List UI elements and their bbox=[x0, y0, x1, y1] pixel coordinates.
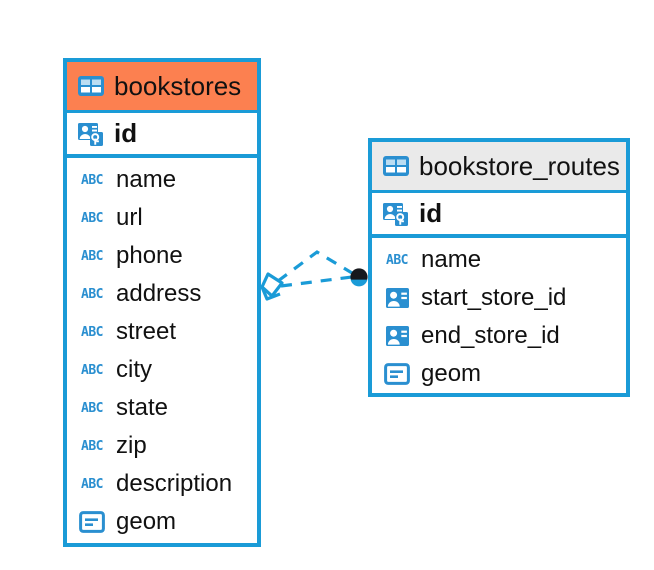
entity-header-bookstores[interactable]: bookstores bbox=[67, 62, 257, 110]
abc-text-icon: ABC bbox=[81, 438, 103, 454]
primary-key-icon bbox=[382, 201, 410, 227]
field-list-bookstore-routes: ABC name start_store_id bbox=[372, 238, 626, 399]
field-label: end_store_id bbox=[421, 322, 560, 349]
field-row-geom[interactable]: geom bbox=[372, 355, 626, 393]
primary-key-label: id bbox=[114, 118, 138, 148]
field-label: zip bbox=[116, 432, 147, 459]
entity-title: bookstores bbox=[114, 70, 242, 101]
relationship-line-straight bbox=[280, 275, 353, 288]
abc-text-icon: ABC bbox=[81, 248, 103, 264]
entity-bookstore-routes[interactable]: bookstore_routes id ABC bbox=[368, 138, 630, 397]
field-label: phone bbox=[116, 242, 183, 269]
field-label: address bbox=[116, 280, 202, 307]
field-label: start_store_id bbox=[421, 284, 567, 311]
field-row-street[interactable]: ABC street bbox=[67, 313, 257, 351]
geometry-icon bbox=[77, 511, 107, 533]
field-row-address[interactable]: ABC address bbox=[67, 275, 257, 313]
abc-text-icon: ABC bbox=[81, 172, 103, 188]
field-label: state bbox=[116, 394, 169, 421]
field-row-name[interactable]: ABC name bbox=[372, 241, 626, 279]
field-row-end-store-id[interactable]: end_store_id bbox=[372, 317, 626, 355]
abc-text-icon: ABC bbox=[81, 362, 103, 378]
abc-text-icon: ABC bbox=[81, 324, 103, 340]
field-row-description[interactable]: ABC description bbox=[67, 465, 257, 503]
abc-text-icon: ABC bbox=[81, 476, 103, 492]
field-row-phone[interactable]: ABC phone bbox=[67, 237, 257, 275]
foreign-key-icon bbox=[382, 325, 412, 347]
diamond-marker bbox=[260, 272, 284, 301]
field-row-url[interactable]: ABC url bbox=[67, 199, 257, 237]
field-row-name[interactable]: ABC name bbox=[67, 161, 257, 199]
abc-text-icon: ABC bbox=[81, 400, 103, 416]
primary-key-label: id bbox=[419, 198, 443, 228]
field-row-zip[interactable]: ABC zip bbox=[67, 427, 257, 465]
entity-bookstores[interactable]: bookstores id ABC bbox=[63, 58, 261, 547]
table-icon bbox=[382, 154, 410, 178]
field-label: city bbox=[116, 356, 152, 383]
primary-key-icon bbox=[77, 121, 105, 147]
abc-text-icon: ABC bbox=[386, 252, 408, 268]
field-list-bookstores: ABC name ABC url ABC phone ABC address A… bbox=[67, 158, 257, 547]
entity-title: bookstore_routes bbox=[419, 150, 620, 181]
primary-key-row[interactable]: id bbox=[372, 190, 626, 238]
foreign-key-icon bbox=[382, 287, 412, 309]
primary-key-row[interactable]: id bbox=[67, 110, 257, 158]
field-label: url bbox=[116, 204, 143, 231]
entity-header-bookstore-routes[interactable]: bookstore_routes bbox=[372, 142, 626, 190]
field-row-state[interactable]: ABC state bbox=[67, 389, 257, 427]
field-label: geom bbox=[421, 360, 482, 387]
field-row-geom[interactable]: geom bbox=[67, 503, 257, 541]
field-row-city[interactable]: ABC city bbox=[67, 351, 257, 389]
field-label: street bbox=[116, 318, 177, 345]
relationship-line-arc bbox=[277, 250, 353, 283]
abc-text-icon: ABC bbox=[81, 286, 103, 302]
field-row-start-store-id[interactable]: start_store_id bbox=[372, 279, 626, 317]
field-label: geom bbox=[116, 508, 177, 535]
table-icon bbox=[77, 74, 105, 98]
field-label: name bbox=[421, 246, 482, 273]
field-label: description bbox=[116, 470, 233, 497]
filled-circle-marker bbox=[350, 268, 368, 287]
field-label: name bbox=[116, 166, 177, 193]
abc-text-icon: ABC bbox=[81, 210, 103, 226]
geometry-icon bbox=[382, 363, 412, 385]
